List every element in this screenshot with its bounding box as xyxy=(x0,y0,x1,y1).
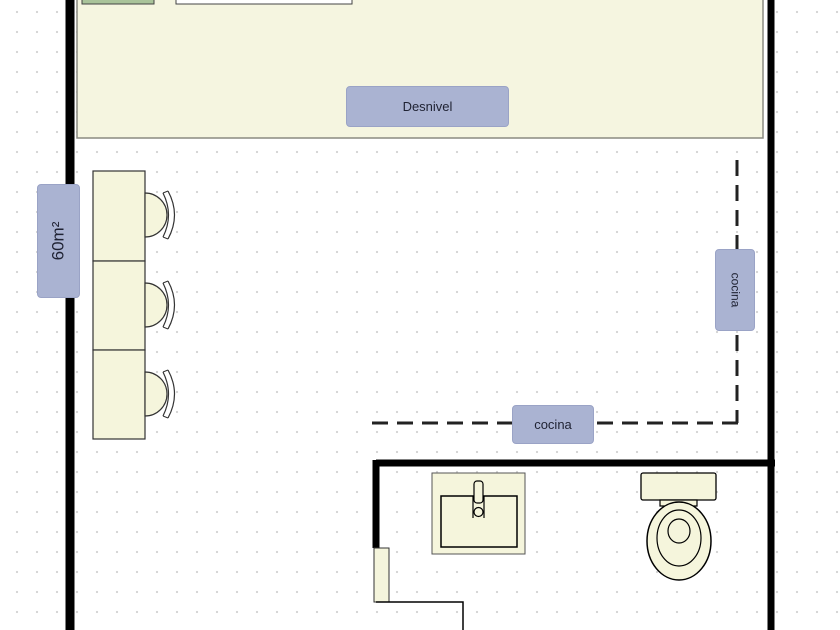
toilet xyxy=(640,472,717,581)
chair-3 xyxy=(144,369,176,419)
bathroom-door xyxy=(373,547,390,603)
top-white-object xyxy=(175,0,353,5)
cocina-label-horizontal: cocina xyxy=(512,405,594,444)
area-label-text: 60m² xyxy=(48,221,68,261)
chair-2 xyxy=(144,280,176,330)
area-label: 60m² xyxy=(37,184,80,298)
top-green-object xyxy=(81,0,155,5)
cocina-label-vertical: cocina xyxy=(715,249,755,331)
bathroom-sink xyxy=(431,472,526,555)
chair-1 xyxy=(144,190,176,240)
desk-2 xyxy=(92,260,146,351)
desk-1 xyxy=(92,170,146,262)
cocina-label-horizontal-text: cocina xyxy=(534,417,572,432)
desnivel-label: Desnivel xyxy=(346,86,509,127)
door-swing-line xyxy=(376,601,464,630)
cocina-label-vertical-text: cocina xyxy=(728,272,742,308)
desk-3 xyxy=(92,349,146,440)
desnivel-label-text: Desnivel xyxy=(402,99,453,114)
